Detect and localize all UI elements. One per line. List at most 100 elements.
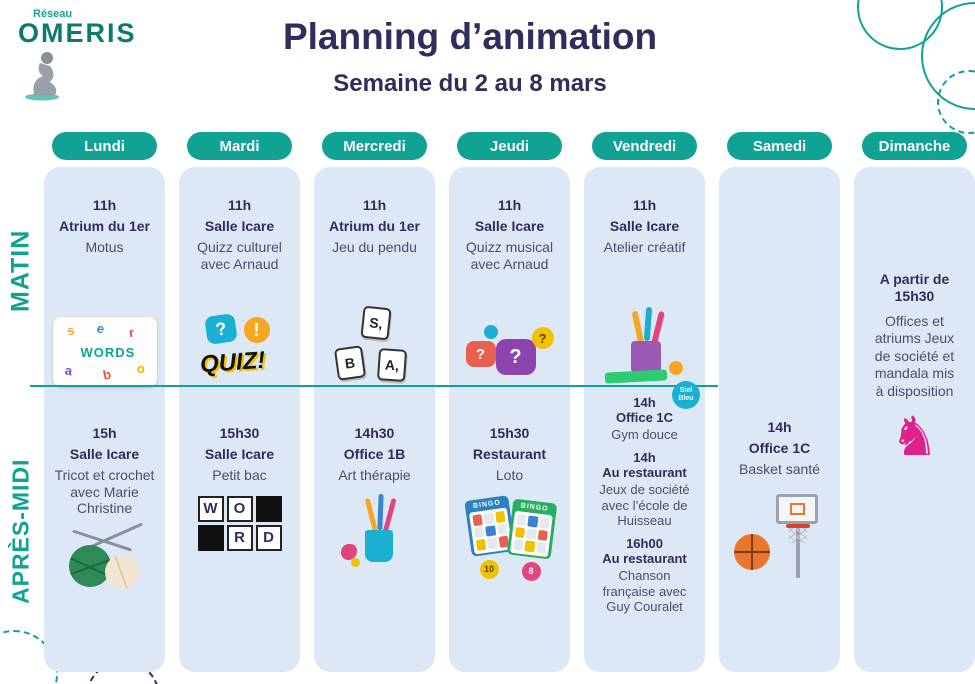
mardi-afternoon-section: 15h30 Salle Icare Petit bac W O R D xyxy=(184,391,295,664)
siel-bleu-line: Siel xyxy=(679,386,693,394)
paint-dot xyxy=(668,361,683,375)
event-place: Office 1B xyxy=(343,446,406,462)
event-time: 11h xyxy=(362,197,387,213)
bingo-grid xyxy=(468,507,512,554)
event-place: Salle Icare xyxy=(474,218,545,234)
letter-tile: A, xyxy=(376,348,407,382)
event-activity: Gym douce xyxy=(611,427,678,442)
bingo-cell xyxy=(496,522,507,535)
bingo-card: BINGO xyxy=(506,498,557,559)
lottery-ball: 10 xyxy=(479,559,499,579)
day-body-lundi: 11h Atrium du 1er Motus s e r WORDS a b … xyxy=(44,167,165,672)
event-place: Restaurant xyxy=(472,446,547,462)
page-title: Planning d’animation xyxy=(282,16,658,57)
letter: e xyxy=(95,320,106,337)
day-column-samedi: Samedi 14h Office 1C Basket santé xyxy=(719,132,840,672)
bingo-grid xyxy=(509,510,553,557)
thinker-statue-icon xyxy=(25,52,59,101)
paintbrush xyxy=(376,493,384,530)
basketball xyxy=(733,533,770,570)
header: Planning d’animation Semaine du 2 au 8 m… xyxy=(200,16,740,98)
bingo-cell xyxy=(473,526,485,538)
day-column-vendredi: Vendredi 11h Salle Icare Atelier créatif xyxy=(584,132,705,672)
day-header-jeudi: Jeudi xyxy=(457,132,562,160)
bingo-cell xyxy=(483,511,494,524)
day-column-jeudi: Jeudi 11h Salle Icare Quizz musical avec… xyxy=(449,132,570,672)
bingo-cell xyxy=(538,516,549,529)
omeris-logo: Réseau OMERIS xyxy=(18,8,148,101)
event-activity: Basket santé xyxy=(739,461,820,477)
event-time: 16h00 xyxy=(626,536,663,552)
event-time: 14h xyxy=(767,419,792,435)
paintbrushes-icon xyxy=(325,493,425,572)
bingo-cell xyxy=(527,515,538,527)
day-header-mardi: Mardi xyxy=(187,132,292,160)
mardi-morning-section: 11h Salle Icare Quizz culturel avec Arna… xyxy=(184,175,295,391)
mercredi-morning-section: 11h Atrium du 1er Jeu du pendu S, B A, xyxy=(319,175,430,391)
bingo-cards-icon: BINGO BINGO xyxy=(458,494,562,584)
event-time: 15h30 xyxy=(489,425,530,441)
yarn-ball-cream xyxy=(104,554,139,589)
jeudi-morning-section: 11h Salle Icare Quizz musical avec Arnau… xyxy=(454,175,565,391)
logo-name: OMERIS xyxy=(18,18,137,48)
event-place: Atrium du 1er xyxy=(328,218,420,234)
event-activity: Art thérapie xyxy=(338,467,411,483)
day-body-dimanche: A partir de 15h30 Offices et atriums Jeu… xyxy=(854,167,975,672)
event-time: 11h xyxy=(92,197,117,213)
bingo-cell xyxy=(536,528,548,541)
crossword-cell: W xyxy=(197,495,224,522)
letter: r xyxy=(127,324,135,341)
question-bubble: ? xyxy=(495,339,536,375)
jeudi-afternoon-section: 15h30 Restaurant Loto BINGO xyxy=(454,391,565,664)
bingo-cell xyxy=(512,538,524,551)
mercredi-afternoon-section: 14h30 Office 1B Art thérapie xyxy=(319,391,430,664)
pencil-cup-icon xyxy=(595,306,695,387)
backboard-square xyxy=(789,502,805,515)
crossword-cell: D xyxy=(255,524,282,551)
exclamation-bubble: ! xyxy=(243,317,270,343)
logo-network-label: Réseau xyxy=(33,8,73,20)
week-board: Lundi 11h Atrium du 1er Motus s e r WORD… xyxy=(44,132,975,672)
letter: o xyxy=(135,360,146,377)
quiz-icon: ? ! QUIZ! xyxy=(190,313,290,387)
yarn-ball-green xyxy=(68,544,111,587)
bingo-cell xyxy=(525,527,537,540)
question-bubble: ? xyxy=(203,313,238,345)
letter-tile: S, xyxy=(359,305,392,341)
bingo-cell xyxy=(475,538,487,551)
small-dot-bubble xyxy=(483,325,498,339)
event-activity: Jeux de société avec l’école de Huisseau xyxy=(599,482,690,528)
event-activity: Quizz musical avec Arnaud xyxy=(465,239,554,272)
words-label: WORDS xyxy=(80,345,136,360)
day-body-jeudi: 11h Salle Icare Quizz musical avec Arnau… xyxy=(449,167,570,672)
lundi-afternoon-section: 15h Salle Icare Tricot et crochet avec M… xyxy=(49,391,160,664)
crossword-cell: R xyxy=(226,524,253,551)
event-time: A partir de 15h30 xyxy=(879,271,950,304)
day-column-dimanche: Dimanche A partir de 15h30 Offices et at… xyxy=(854,132,975,672)
row-label-matin: MATIN xyxy=(6,229,35,312)
event-place: Office 1C xyxy=(615,410,674,425)
event-place: Office 1C xyxy=(748,440,811,456)
event-place: Salle Icare xyxy=(609,218,680,234)
lundi-morning-section: 11h Atrium du 1er Motus s e r WORDS a b … xyxy=(49,175,160,391)
bingo-cell xyxy=(484,524,496,537)
question-bubble: ? xyxy=(465,341,496,367)
bingo-cell xyxy=(486,537,498,549)
day-body-mardi: 11h Salle Icare Quizz culturel avec Arna… xyxy=(179,167,300,672)
day-header-lundi: Lundi xyxy=(52,132,157,160)
crossword-icon: W O R D xyxy=(197,495,282,551)
letter-tiles-icon: S, B A, xyxy=(330,305,420,387)
crossword-black-cell xyxy=(197,524,224,551)
day-header-vendredi: Vendredi xyxy=(592,132,697,160)
paint-splat xyxy=(340,543,357,560)
letter: a xyxy=(63,362,73,379)
event-time: 11h xyxy=(497,197,522,213)
event-activity: Motus xyxy=(85,239,124,255)
question-bubbles-icon: ? ? ? xyxy=(460,323,560,387)
event-place: Salle Icare xyxy=(204,218,275,234)
event-time: 14h30 xyxy=(354,425,395,441)
pencil xyxy=(643,306,652,342)
notebook xyxy=(604,369,667,384)
siel-bleu-line: Bleu xyxy=(678,395,694,402)
